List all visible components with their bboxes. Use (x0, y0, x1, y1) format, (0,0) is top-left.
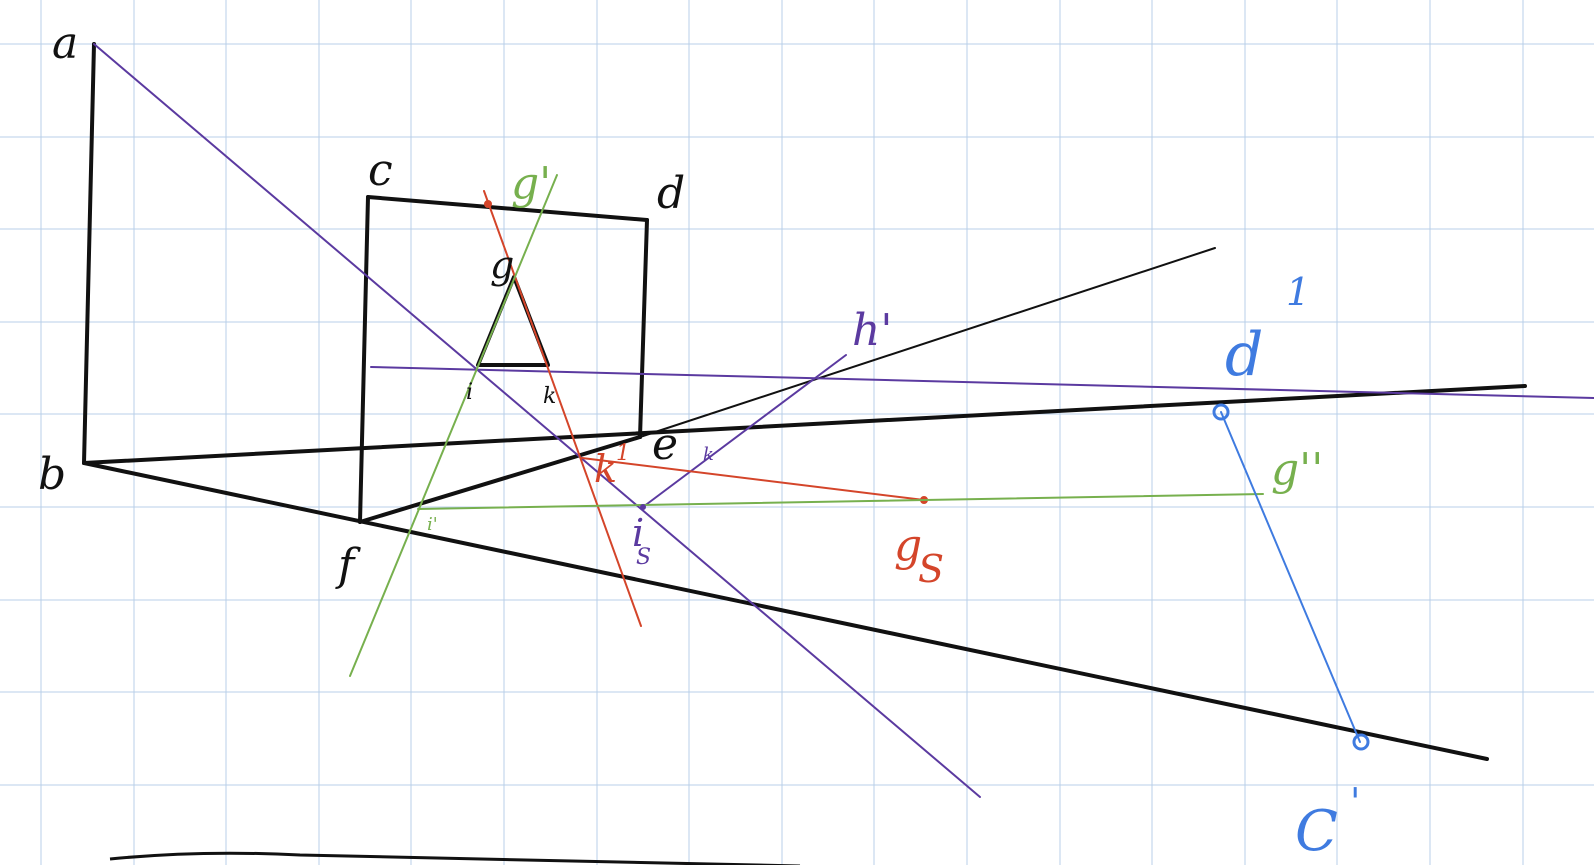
label-d-prime-mark: 1 (1286, 270, 1310, 314)
line-a-b (82, 42, 96, 465)
label-k: k (543, 384, 556, 409)
label-i: i (466, 380, 473, 405)
label-h-prime: h' (852, 305, 892, 356)
blue-point-d-prime (1212, 403, 1230, 421)
line-d-prime-c-prime (1220, 411, 1361, 743)
green-labels: g' g'' i' (427, 158, 1323, 535)
label-g-double-prime: g'' (1271, 444, 1323, 495)
line-c-f (358, 195, 370, 524)
label-f: f (335, 540, 361, 591)
blue-lines (1212, 403, 1370, 751)
bottom-stroke (109, 851, 801, 865)
label-a: a (52, 18, 78, 69)
label-b: b (38, 449, 66, 500)
green-lines (349, 174, 1264, 677)
label-i-prime: i' (427, 514, 438, 535)
line-b-horizon (82, 384, 1527, 465)
label-e: e (652, 419, 678, 470)
line-g-prime (349, 174, 558, 677)
line-f-e (358, 435, 642, 524)
line-b-f-long (82, 461, 1489, 761)
red-lines (483, 190, 928, 627)
purple-point-is (640, 504, 646, 510)
label-g-s-subscript: S (918, 547, 944, 591)
red-labels: g S k 1 (594, 441, 944, 591)
line-h-prime (642, 354, 847, 508)
line-i-prime-g-double-prime (417, 493, 1264, 510)
line-k-gs (581, 457, 925, 501)
label-i-s-subscript: S (636, 545, 651, 570)
main-figure (82, 42, 1527, 761)
line-c-d (366, 195, 649, 222)
line-d-e (638, 218, 649, 439)
line-g-red (483, 190, 642, 627)
label-g-prime: g' (511, 158, 551, 209)
label-i-s: i (632, 511, 644, 555)
purple-lines (93, 43, 1594, 798)
label-c-prime: C (1295, 799, 1338, 864)
line-e-vanishing (639, 247, 1216, 438)
label-g-s: g (894, 520, 922, 571)
label-c: c (368, 145, 393, 196)
line-i-horizontal (370, 366, 1594, 399)
label-c-prime-mark: ' (1350, 780, 1360, 824)
red-dot-top (484, 200, 492, 208)
label-g: g (490, 243, 514, 287)
triangle-g-i-k (476, 275, 550, 367)
purple-labels: h' i S k (632, 305, 892, 570)
label-small-k: k (703, 444, 714, 465)
label-d: d (657, 168, 685, 219)
label-k-prime-mark: 1 (616, 441, 630, 466)
blue-labels: d 1 C ' (1225, 270, 1360, 864)
label-k-prime: k (594, 447, 617, 491)
line-a-diagonal (93, 43, 981, 798)
blue-point-c-prime (1352, 733, 1370, 751)
label-d-prime: d (1225, 320, 1263, 390)
